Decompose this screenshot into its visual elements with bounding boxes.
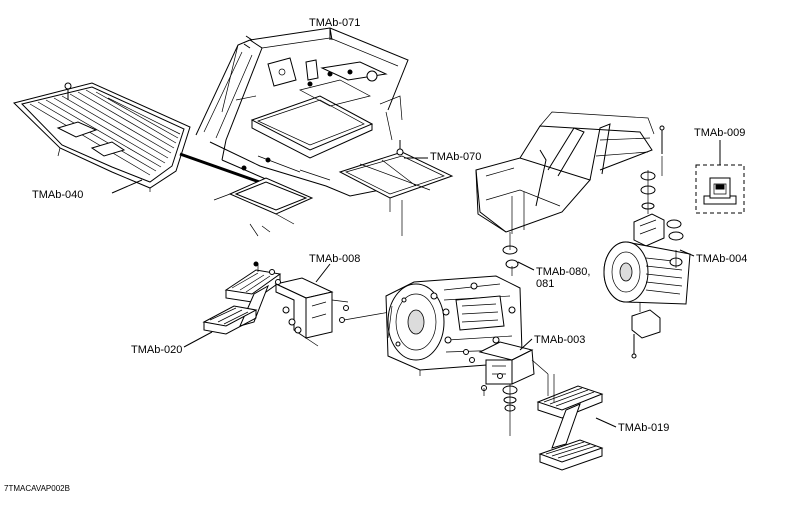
leader-lines (111, 28, 721, 428)
label-tmab-071: TMAb-071 (309, 17, 360, 29)
part-inset-box (695, 150, 745, 214)
right-frame (475, 111, 665, 269)
label-tmab-019: TMAb-019 (618, 422, 669, 434)
label-tmab-003: TMAb-003 (534, 334, 585, 346)
right-bracket (463, 341, 549, 436)
left-step (202, 261, 282, 335)
left-bracket (269, 269, 391, 347)
cab-frame (195, 27, 409, 237)
label-tmab-040: TMAb-040 (32, 189, 83, 201)
cover-plate (338, 140, 454, 236)
axle-housing (603, 213, 691, 359)
label-tmab-004: TMAb-004 (696, 253, 747, 265)
label-tmab-008: TMAb-008 (309, 253, 360, 265)
figure-code: 7TMACAVAP002B (4, 484, 70, 493)
mat-placement-arrow (179, 152, 269, 187)
floor-mat (13, 82, 191, 192)
label-tmab-081: 081 (536, 278, 554, 290)
label-tmab-009: TMAb-009 (694, 127, 745, 139)
label-tmab-020: TMAb-020 (131, 344, 182, 356)
label-tmab-080: TMAb-080, (536, 266, 590, 278)
transmission-case (385, 266, 523, 376)
right-step (536, 374, 604, 471)
label-tmab-070: TMAb-070 (430, 151, 481, 163)
